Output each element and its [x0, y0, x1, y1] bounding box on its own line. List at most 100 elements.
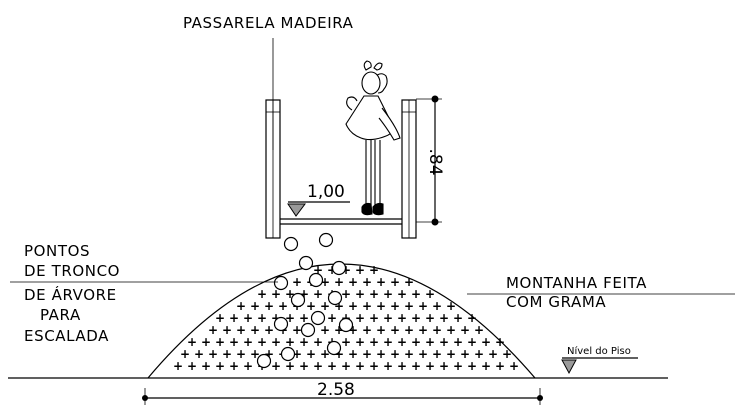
grass-mark: +: [236, 299, 246, 313]
grass-mark: +: [271, 359, 281, 373]
grass-mark: +: [383, 287, 393, 301]
grass-mark: +: [229, 359, 239, 373]
grass-mark: +: [474, 323, 484, 337]
grass-mark: +: [180, 347, 190, 361]
grass-mark: +: [264, 323, 274, 337]
grass-mark: +: [201, 359, 211, 373]
grass-mark: +: [481, 335, 491, 349]
grass-mark: +: [383, 335, 393, 349]
grass-mark: +: [292, 275, 302, 289]
grass-mark: +: [320, 299, 330, 313]
climbing-hold: [273, 275, 289, 291]
climbing-hold: [290, 292, 306, 308]
grass-mark: +: [397, 335, 407, 349]
grass-mark: +: [250, 347, 260, 361]
grass-mark: +: [425, 335, 435, 349]
climbing-hold: [298, 255, 314, 271]
grass-mark: +: [348, 347, 358, 361]
grass-mark: +: [222, 347, 232, 361]
grass-mark: +: [243, 359, 253, 373]
grass-mark: +: [439, 311, 449, 325]
grass-mark: +: [334, 299, 344, 313]
climbing-hold: [256, 353, 272, 369]
climbing-hold: [300, 322, 316, 338]
grass-mark: +: [411, 359, 421, 373]
grass-mark: +: [425, 311, 435, 325]
grass-mark: +: [271, 287, 281, 301]
grass-mark: +: [390, 299, 400, 313]
grass-mark: +: [264, 299, 274, 313]
walkway-structure: [265, 99, 417, 239]
grass-mark: +: [397, 359, 407, 373]
mound-label: MONTANHA FEITA COM GRAMA: [467, 274, 735, 311]
grass-mark: +: [306, 347, 316, 361]
grass-mark: +: [271, 311, 281, 325]
grass-mark: +: [404, 275, 414, 289]
grass-mark: +: [194, 347, 204, 361]
grass-mark: +: [390, 347, 400, 361]
grass-mark: +: [236, 323, 246, 337]
grass-mark: +: [376, 323, 386, 337]
grass-mark: +: [327, 263, 337, 277]
grass-mark: +: [474, 347, 484, 361]
climbing-hold: [310, 310, 326, 326]
grass-mark: +: [187, 335, 197, 349]
grass-mark: +: [467, 311, 477, 325]
grass-mark: +: [187, 359, 197, 373]
svg-text:PONTOS: PONTOS: [24, 242, 90, 260]
grass-mark: +: [481, 359, 491, 373]
grass-mark: +: [495, 359, 505, 373]
grass-mark: +: [362, 275, 372, 289]
grass-mark: +: [425, 359, 435, 373]
grass-mark: +: [383, 311, 393, 325]
grass-mark: +: [418, 299, 428, 313]
grass-mark: +: [397, 311, 407, 325]
rail-height-dimension: .84: [416, 95, 445, 226]
base-width-value: 2.58: [317, 380, 355, 400]
grass-mark: +: [264, 347, 274, 361]
grass-mark: +: [236, 347, 246, 361]
grass-mark: +: [432, 347, 442, 361]
grass-mark: +: [341, 287, 351, 301]
grass-mark: +: [348, 299, 358, 313]
grass-mark: +: [243, 335, 253, 349]
grass-mark: +: [313, 263, 323, 277]
grass-mark: +: [439, 335, 449, 349]
grass-mark: +: [369, 359, 379, 373]
platform-level-marker: 1,00: [287, 182, 350, 217]
grass-mark: +: [355, 359, 365, 373]
grass-mark: +: [453, 359, 463, 373]
grass-mark: +: [250, 299, 260, 313]
climbing-hold: [308, 272, 324, 288]
grass-mark: +: [390, 275, 400, 289]
floor-level-marker: Nível do Piso: [561, 345, 638, 375]
grass-mark: +: [285, 287, 295, 301]
grass-mark: +: [348, 275, 358, 289]
grass-mark: +: [222, 323, 232, 337]
grass-mark: +: [320, 347, 330, 361]
grass-mark: +: [355, 335, 365, 349]
grass-mark: +: [418, 323, 428, 337]
grass-mark: +: [306, 299, 316, 313]
grass-mark: +: [369, 263, 379, 277]
grass-mark: +: [229, 311, 239, 325]
grass-mark: +: [285, 359, 295, 373]
grass-mark: +: [313, 287, 323, 301]
grass-mark: +: [355, 311, 365, 325]
climbing-hold: [338, 317, 354, 333]
grass-mark: +: [390, 323, 400, 337]
grass-mark: +: [404, 323, 414, 337]
grass-mark: +: [292, 323, 302, 337]
grass-mark: +: [285, 311, 295, 325]
svg-text:PARA: PARA: [40, 306, 81, 324]
child-figure: [345, 60, 401, 216]
grass-mark: +: [215, 335, 225, 349]
grass-mark: +: [446, 299, 456, 313]
grass-mark: +: [285, 335, 295, 349]
climbing-hold: [273, 316, 289, 332]
grass-mark: +: [418, 347, 428, 361]
grass-mark: +: [299, 359, 309, 373]
grass-mark: +: [376, 275, 386, 289]
grass-mark: +: [495, 335, 505, 349]
grass-mark: +: [439, 359, 449, 373]
